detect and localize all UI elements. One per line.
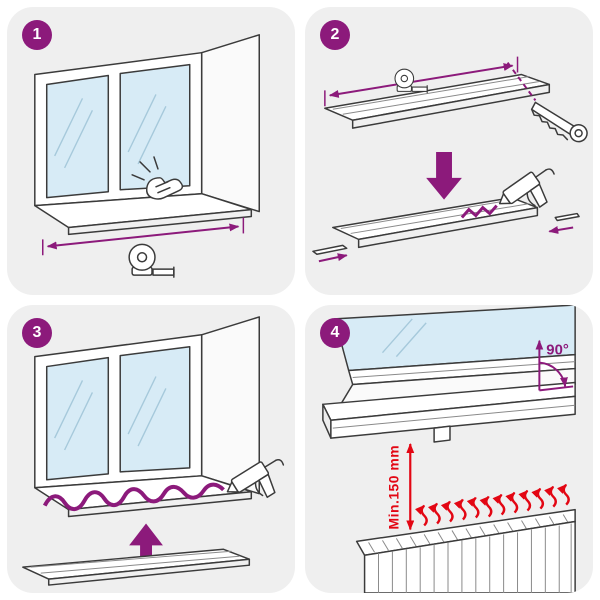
step-badge-2: 2 xyxy=(320,20,350,50)
sill-board-cut xyxy=(332,196,539,249)
step-number-2: 2 xyxy=(330,26,340,43)
tape-measure-icon xyxy=(128,243,175,278)
length-dimension-arrow xyxy=(324,56,519,107)
adhesive-bead xyxy=(460,204,498,219)
step-panel-3: 3 xyxy=(7,305,295,593)
window-illustration xyxy=(334,305,576,406)
window-illustration xyxy=(34,316,260,518)
step-3-illustration xyxy=(22,316,295,586)
down-arrow-icon xyxy=(426,151,462,200)
step-panel-2: 2 xyxy=(305,7,593,295)
radiator-illustration xyxy=(355,508,576,593)
step-1-illustration xyxy=(34,34,260,278)
windowsill-illustration xyxy=(322,381,576,443)
hand-saw-icon xyxy=(530,101,588,143)
step-panel-4: 4 90° xyxy=(305,305,593,593)
cut-line xyxy=(506,62,537,101)
angle-label: 90° xyxy=(546,343,569,359)
end-cap-left xyxy=(312,244,348,263)
step-number-4: 4 xyxy=(330,324,340,341)
angle-annotation: 90° xyxy=(535,339,574,392)
sill-board xyxy=(22,548,251,586)
step-4-illustration: 90° Min.150 mm xyxy=(322,305,576,593)
end-cap-right xyxy=(548,212,580,234)
step-badge-3: 3 xyxy=(22,318,52,348)
step-panel-1: 1 xyxy=(7,7,295,295)
step-number-1: 1 xyxy=(32,26,42,43)
step-number-3: 3 xyxy=(32,324,42,341)
up-arrow-icon xyxy=(129,523,163,558)
window-illustration xyxy=(34,34,260,236)
step-badge-4: 4 xyxy=(320,318,350,348)
cleaning-hand-icon xyxy=(131,156,184,200)
step-badge-1: 1 xyxy=(22,20,52,50)
width-dimension-arrow xyxy=(42,217,245,256)
step-2-illustration xyxy=(312,56,588,263)
sill-board-full xyxy=(324,73,551,129)
min-distance-annotation: Min.150 mm xyxy=(385,443,415,531)
min-height-label: Min.150 mm xyxy=(385,445,401,529)
sill-bracket xyxy=(433,425,451,443)
adhesive-bead xyxy=(42,482,225,512)
